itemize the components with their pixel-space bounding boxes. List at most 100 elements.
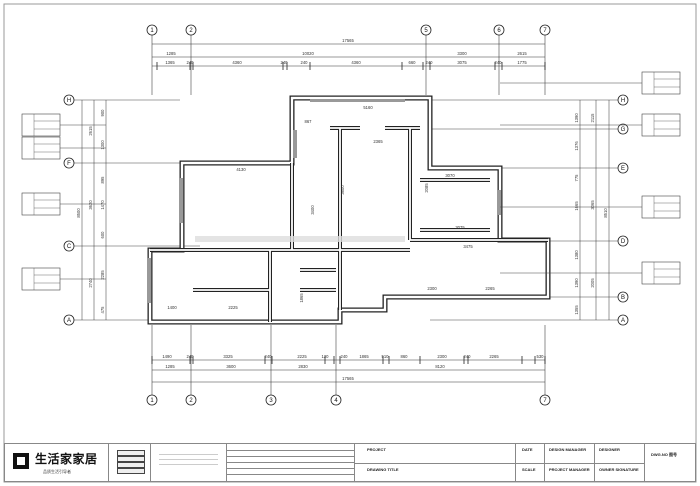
notes-line [159,454,218,455]
hatched-beam [195,236,405,242]
dimension-label: 660 [409,60,417,65]
axis-label: D [621,239,626,245]
dimension-label: 8510 [603,208,608,218]
dimension-label: 867 [305,119,313,124]
dimension-label: 240 [281,60,289,65]
dimension-label: 1470 [100,200,105,210]
axis-label: 1 [150,28,154,34]
reference-tag [21,136,61,160]
axis-label: 4 [334,398,338,404]
dimension-label: 1865 [359,354,369,359]
dimension-label: 2085 [424,183,429,193]
reference-tag [21,113,61,137]
reference-tag [21,192,61,216]
interior-walls [150,126,548,322]
title-block: 生活家家居 品质生活引导者 PROJECT DRAWING TITLE DATE… [4,443,696,482]
interior-walls-inner [150,127,548,322]
date-label: DATE [522,447,533,452]
axis-bubble [63,94,75,106]
dimension-label: 3325 [223,354,233,359]
designer-label: DESIGNER [599,447,620,452]
notes-line [159,464,218,465]
logo-cell: 生活家家居 品质生活引导者 [5,444,109,481]
dimension-label: 8120 [435,364,445,369]
manager-cell: DESIGN MANAGER PROJECT MANAGER [545,444,595,481]
dimension-label: 2265 [485,286,495,291]
dimension-label: 1400 [167,305,177,310]
notes-cell [151,444,227,481]
dimension-label: 2740 [88,278,93,288]
row-line [227,450,354,451]
dimension-label: 895 [100,176,105,184]
dimension-label: 3065 [590,200,595,210]
logo-icon [13,453,29,469]
dimension-label: 3600 [226,364,236,369]
axis-bubble [185,24,197,36]
axis-label: A [621,318,625,324]
walls [147,95,551,325]
project-label: PROJECT [367,447,386,452]
axis-label: C [67,244,72,250]
window [147,258,151,303]
dimension-label: 1365 [165,60,175,65]
axis-bubble [617,291,629,303]
dimension-label: 2285 [100,270,105,280]
dimension-label: 2225 [228,305,238,310]
owner-signature-label: OWNER SIGNATURE [599,467,639,472]
dimension-label: 4360 [351,60,361,65]
axis-label: H [67,98,71,104]
dwg-no-cell: DWG.NO 图号 [645,444,695,481]
dimension-label: 1355 [574,305,579,315]
axis-bubble [185,394,197,406]
dimension-label: 1300 [100,140,105,150]
scale-label: SCALE [522,467,536,472]
axis-label: 3 [269,398,273,404]
dimension-label: 240 [341,354,349,359]
dimension-label: 3300 [457,51,467,56]
dimension-label: 4360 [232,60,242,65]
divider [516,463,544,464]
axis-label: 1 [150,398,154,404]
dimension-label: 3620 [88,200,93,210]
dimension-label: 240 [464,354,472,359]
dimension-label: 240 [265,354,273,359]
stamp [117,456,145,462]
notes-line [159,459,218,460]
stamp [117,468,145,474]
dimension-label: 2115 [590,113,595,123]
reference-tag [641,113,681,137]
dimension-label: 2265 [489,354,499,359]
dimension-label: 3070 [445,173,455,178]
reference-tag [641,195,681,219]
axis-bubble [420,24,432,36]
reference-tag [641,261,681,285]
axis-bubble [146,394,158,406]
window [310,99,405,102]
dimension-label: 1285 [166,51,176,56]
side-tags [21,71,681,291]
dimension-label: 2615 [88,126,93,136]
dimension-label: 510 [382,354,390,359]
dimension-label: 240 [187,60,195,65]
dimension-label: 2300 [427,286,437,291]
project-manager-label: PROJECT MANAGER [549,467,590,472]
stamp [117,450,145,456]
axis-label: 6 [497,28,501,34]
axis-bubble [493,24,505,36]
axis-label: 2 [189,398,193,404]
dimension-label: 1285 [165,364,175,369]
dimension-label: 2615 [517,51,527,56]
dimension-label: 5160 [363,105,373,110]
dimension-label: 775 [574,174,579,182]
dimension-label: 240 [426,60,434,65]
axis-bubble [146,24,158,36]
dimension-label: 3475 [463,244,473,249]
row-line [227,462,354,463]
reference-tag [21,267,61,291]
row-line [227,474,354,475]
divider [545,463,594,464]
project-cell: PROJECT DRAWING TITLE [355,444,516,481]
axis-bubble [539,24,551,36]
axis-bubble [63,240,75,252]
